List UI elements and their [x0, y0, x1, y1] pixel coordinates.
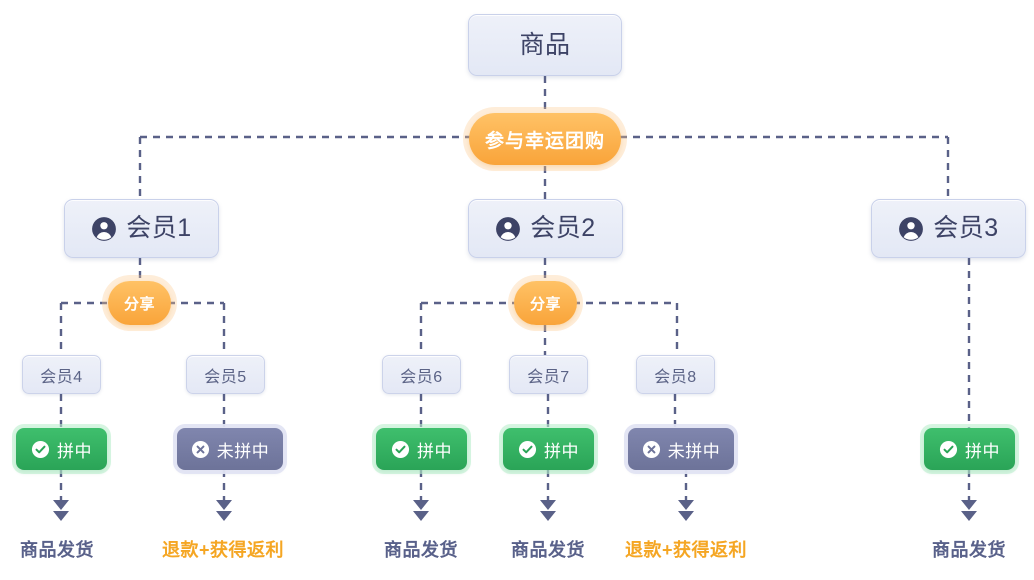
member-node-4-label: 会员4 — [40, 368, 83, 386]
status-badge-lose-m5-label: 未拼中 — [216, 441, 270, 461]
product-node-label: 商品 — [519, 30, 571, 59]
status-badge-win-m6[interactable]: 拼中 — [376, 428, 467, 470]
arrowhead-5 — [216, 500, 232, 521]
member-node-4[interactable]: 会员4 — [22, 355, 101, 394]
member-node-8[interactable]: 会员8 — [636, 355, 715, 394]
member-node-2[interactable]: 会员2 — [468, 199, 623, 258]
outcome-refund-m8: 退款+获得返利 — [624, 540, 748, 560]
share-pill-2-label: 分享 — [529, 295, 561, 313]
status-badge-win-m4[interactable]: 拼中 — [16, 428, 107, 470]
outcome-ship-m6: 商品发货 — [384, 540, 458, 560]
status-badge-win-m7-label: 拼中 — [544, 441, 579, 461]
outcome-refund-m5: 退款+获得返利 — [161, 540, 285, 560]
status-badge-win-m4-label: 拼中 — [57, 441, 92, 461]
product-node[interactable]: 商品 — [468, 14, 622, 76]
arrowhead-4 — [53, 500, 69, 521]
arrowhead-3 — [961, 500, 977, 521]
outcome-ship-m7: 商品发货 — [511, 540, 585, 560]
status-badge-lose-m5[interactable]: 未拼中 — [177, 428, 283, 470]
arrowhead-8 — [678, 500, 694, 521]
join-lucky-group-label: 参与幸运团购 — [484, 130, 605, 152]
check-circle-icon — [31, 440, 50, 458]
x-circle-icon — [191, 440, 209, 458]
check-circle-icon — [518, 440, 537, 458]
status-badge-win-m7[interactable]: 拼中 — [503, 428, 594, 470]
member-node-5-label: 会员5 — [204, 368, 247, 386]
arrowhead-6 — [413, 500, 429, 521]
member-node-3[interactable]: 会员3 — [871, 199, 1026, 258]
share-pill-1-label: 分享 — [123, 295, 155, 313]
status-badge-win-m3-label: 拼中 — [965, 441, 1000, 461]
outcome-ship-m3: 商品发货 — [932, 540, 1006, 560]
check-circle-icon — [391, 440, 410, 458]
member-node-7-label: 会员7 — [527, 368, 570, 386]
member-node-6[interactable]: 会员6 — [382, 355, 461, 394]
status-badge-win-m3[interactable]: 拼中 — [924, 428, 1015, 470]
outcome-ship-m4: 商品发货 — [20, 540, 94, 560]
member-node-7[interactable]: 会员7 — [509, 355, 588, 394]
status-badge-win-m6-label: 拼中 — [417, 441, 452, 461]
share-pill-1[interactable]: 分享 — [108, 281, 171, 325]
member-node-6-label: 会员6 — [400, 368, 443, 386]
x-circle-icon — [642, 440, 660, 458]
arrowheads — [53, 500, 977, 521]
member-node-2-label: 会员2 — [530, 214, 596, 242]
member-node-1[interactable]: 会员1 — [64, 199, 219, 258]
join-lucky-group-pill[interactable]: 参与幸运团购 — [469, 113, 621, 165]
person-icon — [496, 216, 521, 241]
person-icon — [92, 216, 117, 241]
person-icon — [899, 216, 924, 241]
member-node-3-label: 会员3 — [933, 214, 999, 242]
arrowhead-7 — [540, 500, 556, 521]
status-badge-lose-m8[interactable]: 未拼中 — [628, 428, 734, 470]
share-pill-2[interactable]: 分享 — [514, 281, 577, 325]
member-node-5[interactable]: 会员5 — [186, 355, 265, 394]
status-badge-lose-m8-label: 未拼中 — [667, 441, 721, 461]
member-node-8-label: 会员8 — [654, 368, 697, 386]
check-circle-icon — [939, 440, 958, 458]
member-node-1-label: 会员1 — [126, 214, 192, 242]
